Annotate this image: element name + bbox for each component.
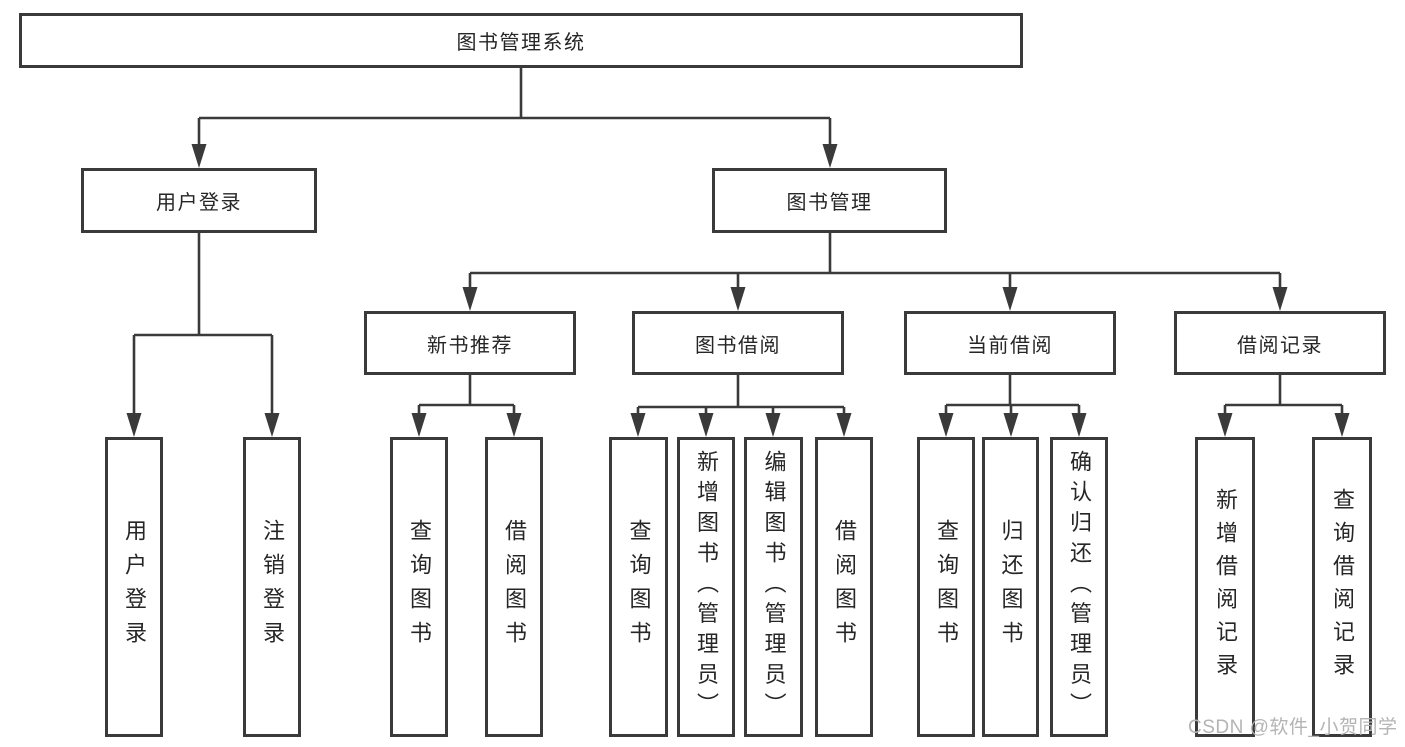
node-new-book-recommend: 新书推荐 [364, 311, 576, 375]
leaf-query-books-borrow-label: 查询图书 [626, 518, 652, 656]
leaf-borrow-books-recommend-label: 借阅图书 [502, 518, 527, 656]
node-borrow-records-label: 借阅记录 [1237, 334, 1323, 357]
leaf-confirm-return-admin-label: 确认归还（管理员） [1067, 450, 1092, 724]
leaf-user-login: 用户登录 [105, 437, 163, 737]
node-current-borrowing-label: 当前借阅 [967, 334, 1053, 357]
leaf-query-borrow-record-label: 查询借阅记录 [1330, 488, 1355, 686]
node-current-borrowing: 当前借阅 [904, 311, 1116, 375]
node-user-login-label: 用户登录 [156, 192, 242, 214]
node-borrow-records: 借阅记录 [1174, 311, 1386, 375]
leaf-query-books-borrow: 查询图书 [609, 437, 668, 737]
node-user-login: 用户登录 [81, 168, 317, 233]
leaf-query-books-current-label: 查询图书 [934, 518, 959, 656]
node-new-book-recommend-label: 新书推荐 [427, 334, 513, 357]
leaf-logout: 注销登录 [243, 437, 301, 737]
leaf-add-borrow-record: 新增借阅记录 [1195, 437, 1255, 737]
leaf-confirm-return-admin: 确认归还（管理员） [1050, 437, 1108, 737]
node-book-management: 图书管理 [712, 168, 947, 233]
leaf-borrow-books-recommend: 借阅图书 [485, 437, 543, 737]
leaf-add-books-admin: 新增图书（管理员） [677, 437, 735, 737]
leaf-add-books-admin-label: 新增图书（管理员） [694, 450, 719, 724]
leaf-logout-label: 注销登录 [260, 518, 285, 656]
leaf-return-books: 归还图书 [982, 437, 1039, 737]
leaf-query-books-recommend-label: 查询图书 [407, 518, 432, 656]
leaf-query-books-current: 查询图书 [917, 437, 975, 737]
leaf-query-books-recommend: 查询图书 [390, 437, 448, 737]
node-root: 图书管理系统 [19, 13, 1023, 68]
node-root-label: 图书管理系统 [456, 32, 586, 54]
node-book-borrowing-label: 图书借阅 [695, 334, 781, 357]
leaf-query-borrow-record: 查询借阅记录 [1312, 437, 1372, 737]
node-book-borrowing: 图书借阅 [632, 311, 844, 375]
csdn-watermark: CSDN @软件_小贺同学 [1188, 717, 1398, 738]
leaf-borrow-books-label: 借阅图书 [832, 518, 857, 656]
leaf-user-login-label: 用户登录 [122, 518, 147, 656]
node-book-management-label: 图书管理 [786, 192, 873, 214]
leaf-edit-books-admin-label: 编辑图书（管理员） [761, 450, 787, 724]
leaf-return-books-label: 归还图书 [998, 518, 1024, 656]
leaf-borrow-books: 借阅图书 [815, 437, 873, 737]
leaf-edit-books-admin: 编辑图书（管理员） [744, 437, 803, 737]
leaf-add-borrow-record-label: 新增借阅记录 [1213, 488, 1238, 686]
